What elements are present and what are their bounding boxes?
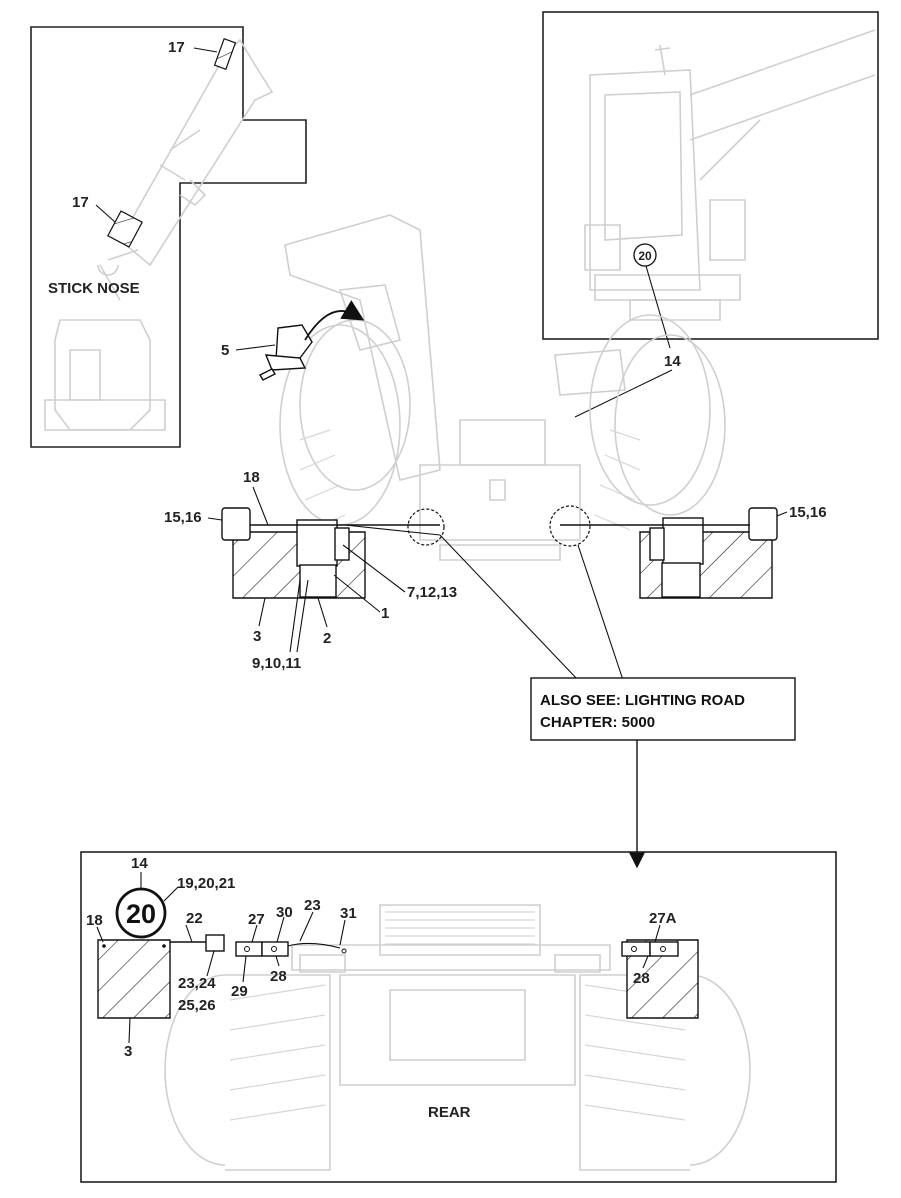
rear-connector-22 <box>205 934 225 952</box>
label-14-cab: 14 <box>664 353 681 370</box>
stick-sticker-bottom <box>107 210 143 248</box>
rear-inset: 20 14 19,20,21 18 22 23,24 <box>80 851 837 1183</box>
label-29: 29 <box>231 983 248 1000</box>
note-box <box>530 677 796 741</box>
label-28-right: 28 <box>633 970 650 987</box>
label-31: 31 <box>340 905 357 922</box>
cab-inset: 20 <box>542 11 879 349</box>
stick-sticker-top <box>213 38 237 70</box>
label-27: 27 <box>248 911 265 928</box>
label-19-20-21: 19,20,21 <box>177 875 235 892</box>
stick-nose-frame <box>30 26 307 448</box>
rear-right-hatched-panel <box>626 939 699 1019</box>
see-also-note: ALSO SEE: LIGHTING ROAD CHAPTER: 5000 <box>530 677 796 869</box>
label-30: 30 <box>276 904 293 921</box>
label-25-26: 25,26 <box>178 997 216 1014</box>
label-20-rear-circle: 20 <box>126 899 156 929</box>
stick-nose-title: STICK NOSE <box>48 280 140 297</box>
label-1: 1 <box>381 605 389 622</box>
front-left-work-lamp <box>221 507 251 541</box>
label-15-16-left: 15,16 <box>164 509 202 526</box>
front-machine-ghost <box>279 214 726 561</box>
rear-title: REAR <box>428 1104 471 1121</box>
label-28-left: 28 <box>270 968 287 985</box>
note-line-1: ALSO SEE: LIGHTING ROAD <box>540 692 745 709</box>
label-14-rear: 14 <box>131 855 148 872</box>
label-23-24: 23,24 <box>178 975 216 992</box>
label-5: 5 <box>221 342 229 359</box>
label-7-12-13: 7,12,13 <box>407 584 457 601</box>
label-15-16-right: 15,16 <box>789 504 827 521</box>
cab-inset-frame <box>542 11 879 340</box>
label-18-rear: 18 <box>86 912 103 929</box>
label-27a: 27A <box>649 910 677 927</box>
stick-nose-inset: 17 17 STICK NOSE <box>30 26 307 448</box>
label-9-10-11: 9,10,11 <box>252 655 301 672</box>
rear-inset-frame <box>80 851 837 1183</box>
front-right-board <box>560 507 778 599</box>
detail-circle-left <box>407 508 445 546</box>
label-3-rear: 3 <box>124 1043 132 1060</box>
label-22: 22 <box>186 910 203 927</box>
label-20-cab: 20 <box>638 249 652 263</box>
note-line-2: CHAPTER: 5000 <box>540 714 655 731</box>
label-23: 23 <box>304 897 321 914</box>
label-17-bottom: 17 <box>72 194 89 211</box>
cab-part-20-circle <box>633 243 657 267</box>
front-left-board <box>221 507 441 599</box>
label-18-front: 18 <box>243 469 260 486</box>
rear-left-hatched-panel <box>97 939 171 1019</box>
label-17-top: 17 <box>168 39 185 56</box>
detail-circle-right <box>549 505 591 547</box>
part-5-bracket: 5 <box>221 300 365 381</box>
front-right-work-lamp <box>748 507 778 541</box>
label-2: 2 <box>323 630 331 647</box>
label-3-front: 3 <box>253 628 261 645</box>
